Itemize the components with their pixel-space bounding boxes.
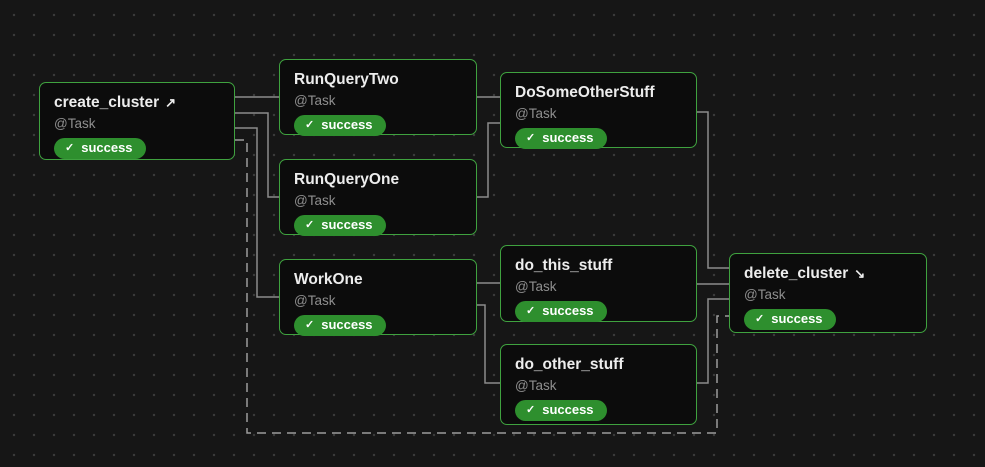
node-title-text: delete_cluster	[744, 265, 849, 282]
node-do-this-stuff[interactable]: do_this_stuff @Task ✓ success	[500, 245, 697, 322]
node-decorator: @Task	[294, 93, 336, 108]
edge-WorkOne-to-do_other_stuff	[477, 304, 500, 384]
node-title: RunQueryTwo	[294, 70, 462, 90]
node-title-text: do_other_stuff	[515, 356, 624, 373]
node-decorator: @Task	[515, 106, 557, 121]
check-icon: ✓	[526, 132, 536, 144]
node-runqueryone[interactable]: RunQueryOne @Task ✓ success	[279, 159, 477, 236]
node-decorator: @Task	[515, 378, 557, 393]
status-label: success	[321, 117, 373, 132]
node-title: WorkOne	[294, 270, 462, 290]
node-decorator: @Task	[294, 193, 336, 208]
node-title-text: do_this_stuff	[515, 257, 613, 274]
node-title: delete_cluster ↘	[744, 264, 912, 284]
check-icon: ✓	[65, 142, 75, 154]
status-badge: ✓ success	[294, 215, 386, 236]
node-title-text: create_cluster	[54, 94, 160, 111]
arrow-up-right-icon: ↗	[165, 95, 177, 110]
node-delete-cluster[interactable]: delete_cluster ↘ @Task ✓ success	[729, 253, 927, 333]
status-label: success	[542, 303, 594, 318]
check-icon: ✓	[305, 119, 315, 131]
node-decorator: @Task	[515, 279, 557, 294]
node-title: create_cluster ↗	[54, 93, 220, 113]
status-label: success	[321, 317, 373, 332]
node-title-text: DoSomeOtherStuff	[515, 84, 655, 101]
status-badge: ✓ success	[515, 128, 607, 149]
node-title: DoSomeOtherStuff	[515, 83, 682, 103]
edge-create_cluster-to-delete_cluster	[235, 139, 729, 434]
status-badge: ✓ success	[294, 115, 386, 136]
node-title: RunQueryOne	[294, 170, 462, 190]
status-label: success	[542, 130, 594, 145]
node-title: do_this_stuff	[515, 256, 682, 276]
status-badge: ✓ success	[515, 400, 607, 421]
node-title-text: RunQueryTwo	[294, 71, 399, 88]
check-icon: ✓	[305, 219, 315, 231]
status-badge: ✓ success	[294, 315, 386, 336]
status-badge: ✓ success	[515, 301, 607, 322]
node-title: do_other_stuff	[515, 355, 682, 375]
edge-create_cluster-to-WorkOne	[235, 127, 279, 298]
status-label: success	[321, 217, 373, 232]
check-icon: ✓	[526, 305, 536, 317]
node-title-text: RunQueryOne	[294, 171, 400, 188]
node-title-text: WorkOne	[294, 271, 363, 288]
edge-DoSomeOtherStuff-to-delete_cluster	[697, 111, 729, 269]
check-icon: ✓	[305, 319, 315, 331]
status-label: success	[771, 311, 823, 326]
status-badge: ✓ success	[744, 309, 836, 330]
node-decorator: @Task	[294, 293, 336, 308]
check-icon: ✓	[755, 313, 765, 325]
edge-do_other_stuff-to-delete_cluster	[697, 298, 729, 384]
node-runquerytwo[interactable]: RunQueryTwo @Task ✓ success	[279, 59, 477, 136]
node-decorator: @Task	[54, 116, 96, 131]
status-label: success	[542, 402, 594, 417]
node-dosomeotherstuff[interactable]: DoSomeOtherStuff @Task ✓ success	[500, 72, 697, 149]
status-badge: ✓ success	[54, 138, 146, 159]
check-icon: ✓	[526, 404, 536, 416]
edge-RunQueryOne-to-DoSomeOtherStuff	[477, 122, 500, 198]
status-label: success	[81, 140, 133, 155]
node-create-cluster[interactable]: create_cluster ↗ @Task ✓ success	[39, 82, 235, 160]
node-do-other-stuff[interactable]: do_other_stuff @Task ✓ success	[500, 344, 697, 425]
edge-create_cluster-to-RunQueryOne	[235, 112, 279, 198]
arrow-down-right-icon: ↘	[854, 266, 866, 281]
node-decorator: @Task	[744, 287, 786, 302]
node-workone[interactable]: WorkOne @Task ✓ success	[279, 259, 477, 336]
